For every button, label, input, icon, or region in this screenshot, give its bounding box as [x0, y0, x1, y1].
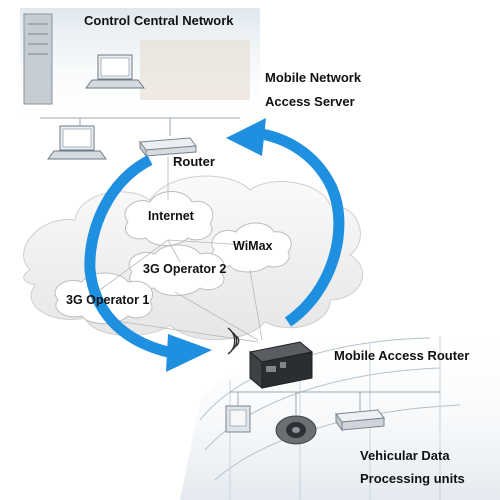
3g-operator-2-cloud: [128, 244, 225, 296]
3g-operator-1-label: 3G Operator 1: [66, 293, 150, 307]
connection-lines: [99, 156, 263, 343]
laptop-icon: [85, 54, 145, 89]
laptop-icon-2: [47, 125, 107, 160]
control-central-network-scene: [20, 8, 260, 160]
wimax-label: WiMax: [233, 239, 273, 253]
circular-flow-arrows: [84, 118, 345, 372]
processing-unit-icon: [335, 409, 385, 432]
mobile-network-access-server-label-line1: Mobile Network: [265, 70, 362, 85]
wimax-cloud: [210, 222, 292, 273]
3g-operator-2-label: 3G Operator 2: [143, 262, 227, 276]
3g-operator-1-cloud: [54, 272, 153, 324]
internet-label: Internet: [148, 209, 194, 223]
lower-left-arrow: [84, 155, 170, 358]
vehicular-data-label-line2: Processing units: [360, 471, 465, 486]
lower-left-arrowhead: [166, 334, 212, 372]
mobile-access-router-label: Mobile Access Router: [334, 348, 470, 363]
vehicular-data-label-line1: Vehicular Data: [360, 448, 450, 463]
upper-right-arrow: [260, 128, 345, 327]
wireless-signal-icon: [227, 327, 240, 355]
control-central-network-label: Control Central Network: [84, 13, 234, 28]
router-label: Router: [173, 154, 215, 169]
router-device: [139, 137, 197, 158]
mobile-access-router-device: [248, 341, 314, 390]
camera-icon: [275, 415, 317, 445]
internet-cloud: [124, 191, 214, 246]
server-rack-icon: [23, 13, 53, 105]
upper-right-arrowhead: [226, 118, 266, 156]
mobile-network-access-server-label-line2: Access Server: [265, 94, 355, 109]
monitor-icon: [225, 405, 251, 433]
